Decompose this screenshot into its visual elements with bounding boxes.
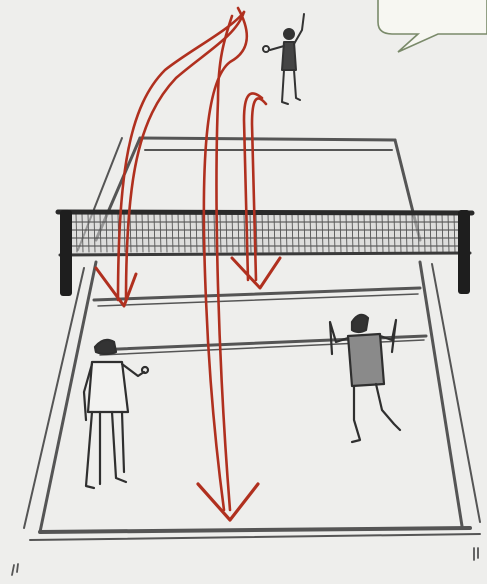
server-player-icon [263, 14, 304, 104]
speech-bubble-icon [378, 0, 487, 52]
partner-player-icon [330, 315, 400, 442]
receiver-player-icon [84, 340, 148, 488]
